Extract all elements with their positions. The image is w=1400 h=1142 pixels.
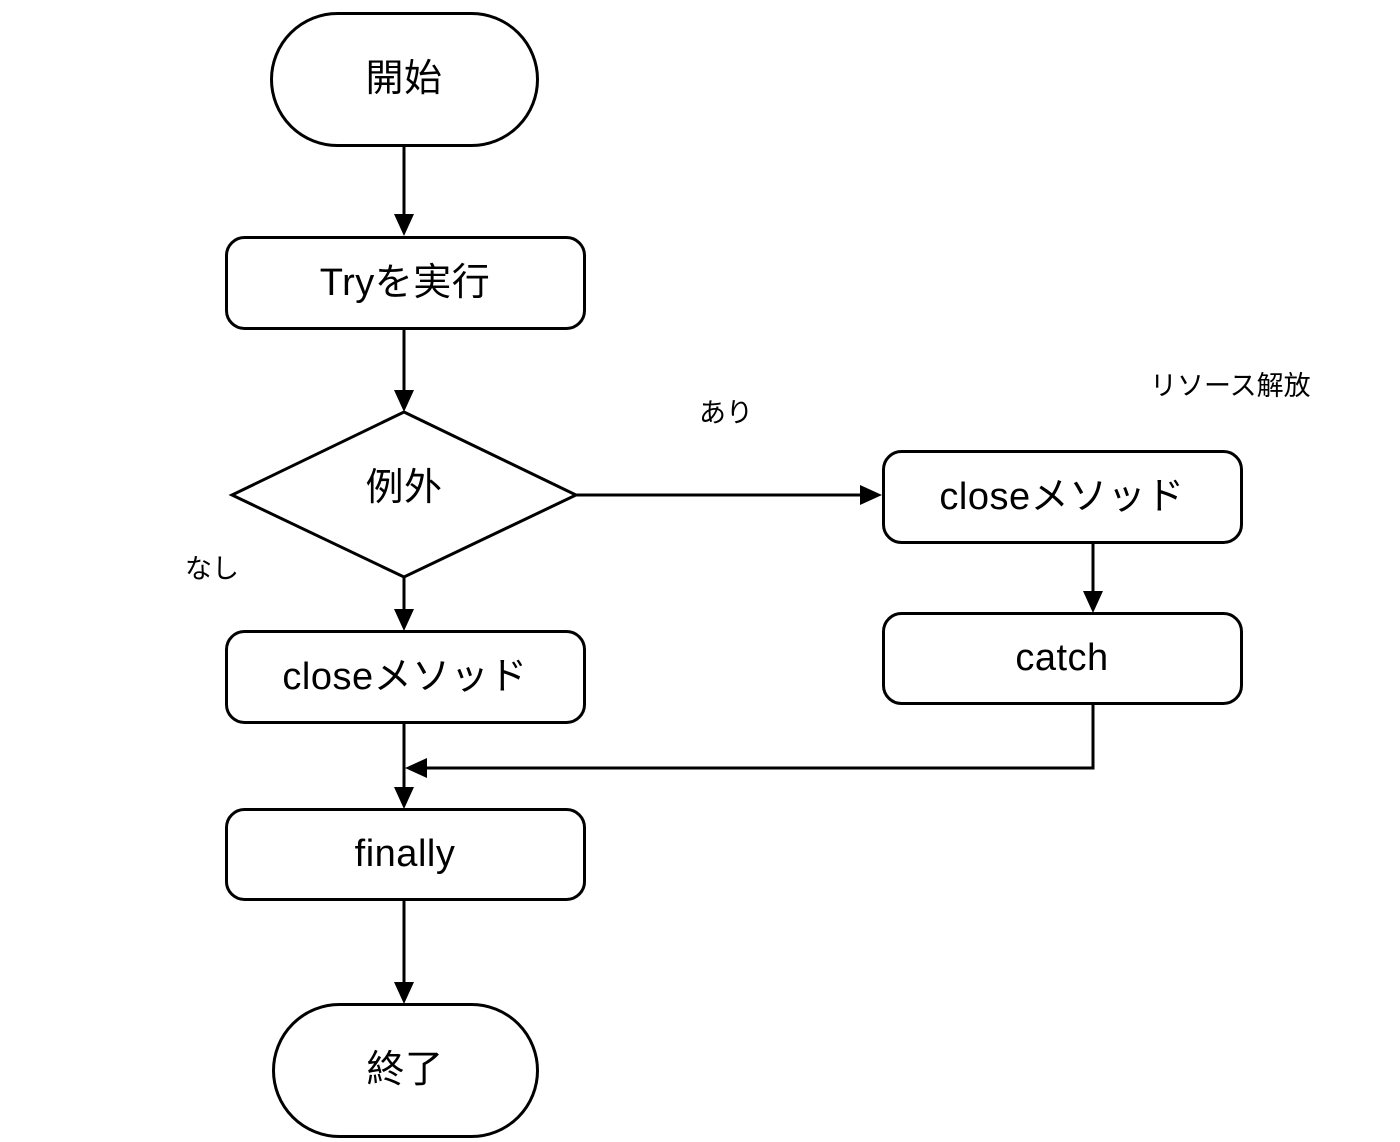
edge-try-to-exception [394,329,414,412]
edge-label-no: なし [185,554,239,584]
node-try-label: Tryを実行 [319,261,491,304]
edge-finally-to-end [394,899,414,1004]
node-finally-label: finally [354,833,456,875]
node-try-shape[interactable] [225,236,586,330]
edge-label-yes: あり [699,398,753,428]
node-start-shape[interactable] [270,12,539,147]
node-end-shape[interactable] [272,1003,539,1138]
edge-close-left-to-finally [394,722,414,809]
edge-exception-to-close-left [394,577,414,631]
node-end-label: 終了 [366,1049,444,1091]
edge-exception-to-close-right [576,485,882,505]
edge-start-to-try [394,146,414,236]
node-catch-label: catch [1015,637,1109,679]
node-start-label: 開始 [365,58,443,100]
node-close-right-shape[interactable] [882,450,1243,544]
edge-close-right-to-catch [1083,543,1103,613]
node-close-left-label: closeメソッド [282,655,528,698]
edge-catch-to-finally [405,703,1095,778]
edge-label-resource-release: リソース解放 [1150,371,1311,401]
node-exception-label: 例外 [365,467,443,509]
node-close-right-label: closeメソッド [939,475,1185,518]
node-catch-shape[interactable] [882,612,1243,705]
